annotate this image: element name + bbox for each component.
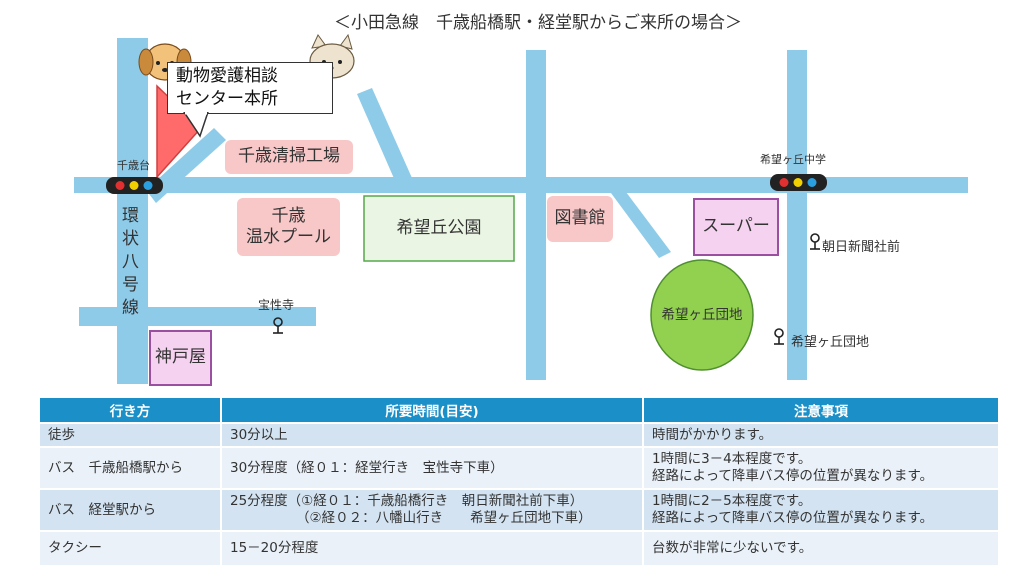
table-row: バス 千歳船橋駅から 30分程度（経０１：経堂行き 宝性寺下車） 1時間に3－4… <box>40 446 998 489</box>
kanjo8-road <box>117 38 148 384</box>
header-method: 行き方 <box>40 398 222 423</box>
cell-note: 台数が非常に少ないです。 <box>643 530 998 565</box>
note-line: 経路によって降車バス停の位置が異なります。 <box>652 510 934 526</box>
callout-line-1: 動物愛護相談 <box>176 66 278 86</box>
cell-time: 30分程度（経０１：経堂行き 宝性寺下車） <box>221 446 644 489</box>
page-title: ＜小田急線 千歳船橋駅・経堂駅からご来所の場合＞ <box>334 13 742 33</box>
cell-method: バス 千歳船橋駅から <box>40 446 222 489</box>
header-notes: 注意事項 <box>643 398 998 423</box>
chitose-seisou-label: 千歳清掃工場 <box>225 140 353 174</box>
cell-method: タクシー <box>40 530 222 565</box>
bus-stop-icon <box>774 328 784 345</box>
cell-method: バス 経堂駅から <box>40 488 222 531</box>
table-header-row: 行き方 所要時間(目安) 注意事項 <box>40 398 998 423</box>
bus-stop-icon <box>810 233 820 250</box>
signal-school-label: 希望ヶ丘中学 <box>760 153 826 166</box>
bus-stop-danchi-label: 希望ヶ丘団地 <box>791 335 870 350</box>
access-map <box>74 33 968 384</box>
kanjo8-road-label: 環状八号線 <box>122 206 139 318</box>
callout-tail <box>183 112 209 138</box>
note-line: 1時間に3－4本程度です。 <box>652 451 812 467</box>
traffic-signal-kibougaoka-school <box>770 174 827 191</box>
danchi-label: 希望ヶ丘団地 <box>661 306 743 323</box>
callout-line-2: センター本所 <box>176 89 278 109</box>
header-time: 所要時間(目安) <box>221 398 644 423</box>
main-east-west-road <box>74 177 968 193</box>
kibougaoka-danchi <box>650 259 754 371</box>
access-table: 行き方 所要時間(目安) 注意事項 徒歩 30分以上 時間がかかります。 バス … <box>40 398 998 565</box>
kibougaoka-park-label: 希望丘公園 <box>396 217 482 238</box>
note-line: 1時間に2－5本程度です。 <box>652 493 812 509</box>
kobeya-label: 神戸屋 <box>149 330 212 386</box>
cell-note: 1時間に2－5本程度です。 経路によって降車バス停の位置が異なります。 <box>643 488 998 531</box>
cell-method: 徒歩 <box>40 422 222 447</box>
cell-note: 時間がかかります。 <box>643 422 998 447</box>
note-line: 経路によって降車バス停の位置が異なります。 <box>652 468 934 484</box>
chitose-onsui-line-2: 温水プール <box>246 227 331 247</box>
center-callout: 動物愛護相談 センター本所 <box>167 62 333 114</box>
table-row: タクシー 15－20分程度 台数が非常に少ないです。 <box>40 530 998 565</box>
table-row: 徒歩 30分以上 時間がかかります。 <box>40 422 998 447</box>
bus-stop-houshouji-label: 宝性寺 <box>258 298 295 312</box>
roads <box>74 38 968 384</box>
time-line: （②経０２：八幡山行き 希望ヶ丘団地下車） <box>296 510 592 526</box>
table-row: バス 経堂駅から 25分程度（①経０１：千歳船橋行き 朝日新聞社前下車） （②経… <box>40 488 998 531</box>
traffic-signal-chitosedai <box>106 177 163 194</box>
lower-west-road <box>79 307 316 326</box>
library-diagonal-road <box>611 192 671 258</box>
north-diagonal-road <box>357 88 412 183</box>
bus-stop-asahi-label: 朝日新聞社前 <box>822 240 901 255</box>
cell-time: 30分以上 <box>221 422 644 447</box>
bus-stop-icon <box>273 317 283 334</box>
cell-time: 25分程度（①経０１：千歳船橋行き 朝日新聞社前下車） （②経０２：八幡山行き … <box>221 488 644 531</box>
library-label: 図書館 <box>547 196 613 242</box>
center-north-south-road <box>526 50 546 380</box>
cell-time: 15－20分程度 <box>221 530 644 565</box>
time-line: 25分程度（①経０１：千歳船橋行き 朝日新聞社前下車） <box>230 493 584 509</box>
kibougaoka-park <box>363 195 515 262</box>
cell-note: 1時間に3－4本程度です。 経路によって降車バス停の位置が異なります。 <box>643 446 998 489</box>
chitose-onsui-label: 千歳 温水プール <box>237 198 340 256</box>
sw-diagonal-road <box>146 128 226 203</box>
signal-chitosedai-label: 千歳台 <box>117 159 150 172</box>
supermarket-label: スーパー <box>693 198 779 256</box>
east-north-south-road <box>787 50 807 380</box>
chitose-onsui-line-1: 千歳 <box>271 205 306 226</box>
